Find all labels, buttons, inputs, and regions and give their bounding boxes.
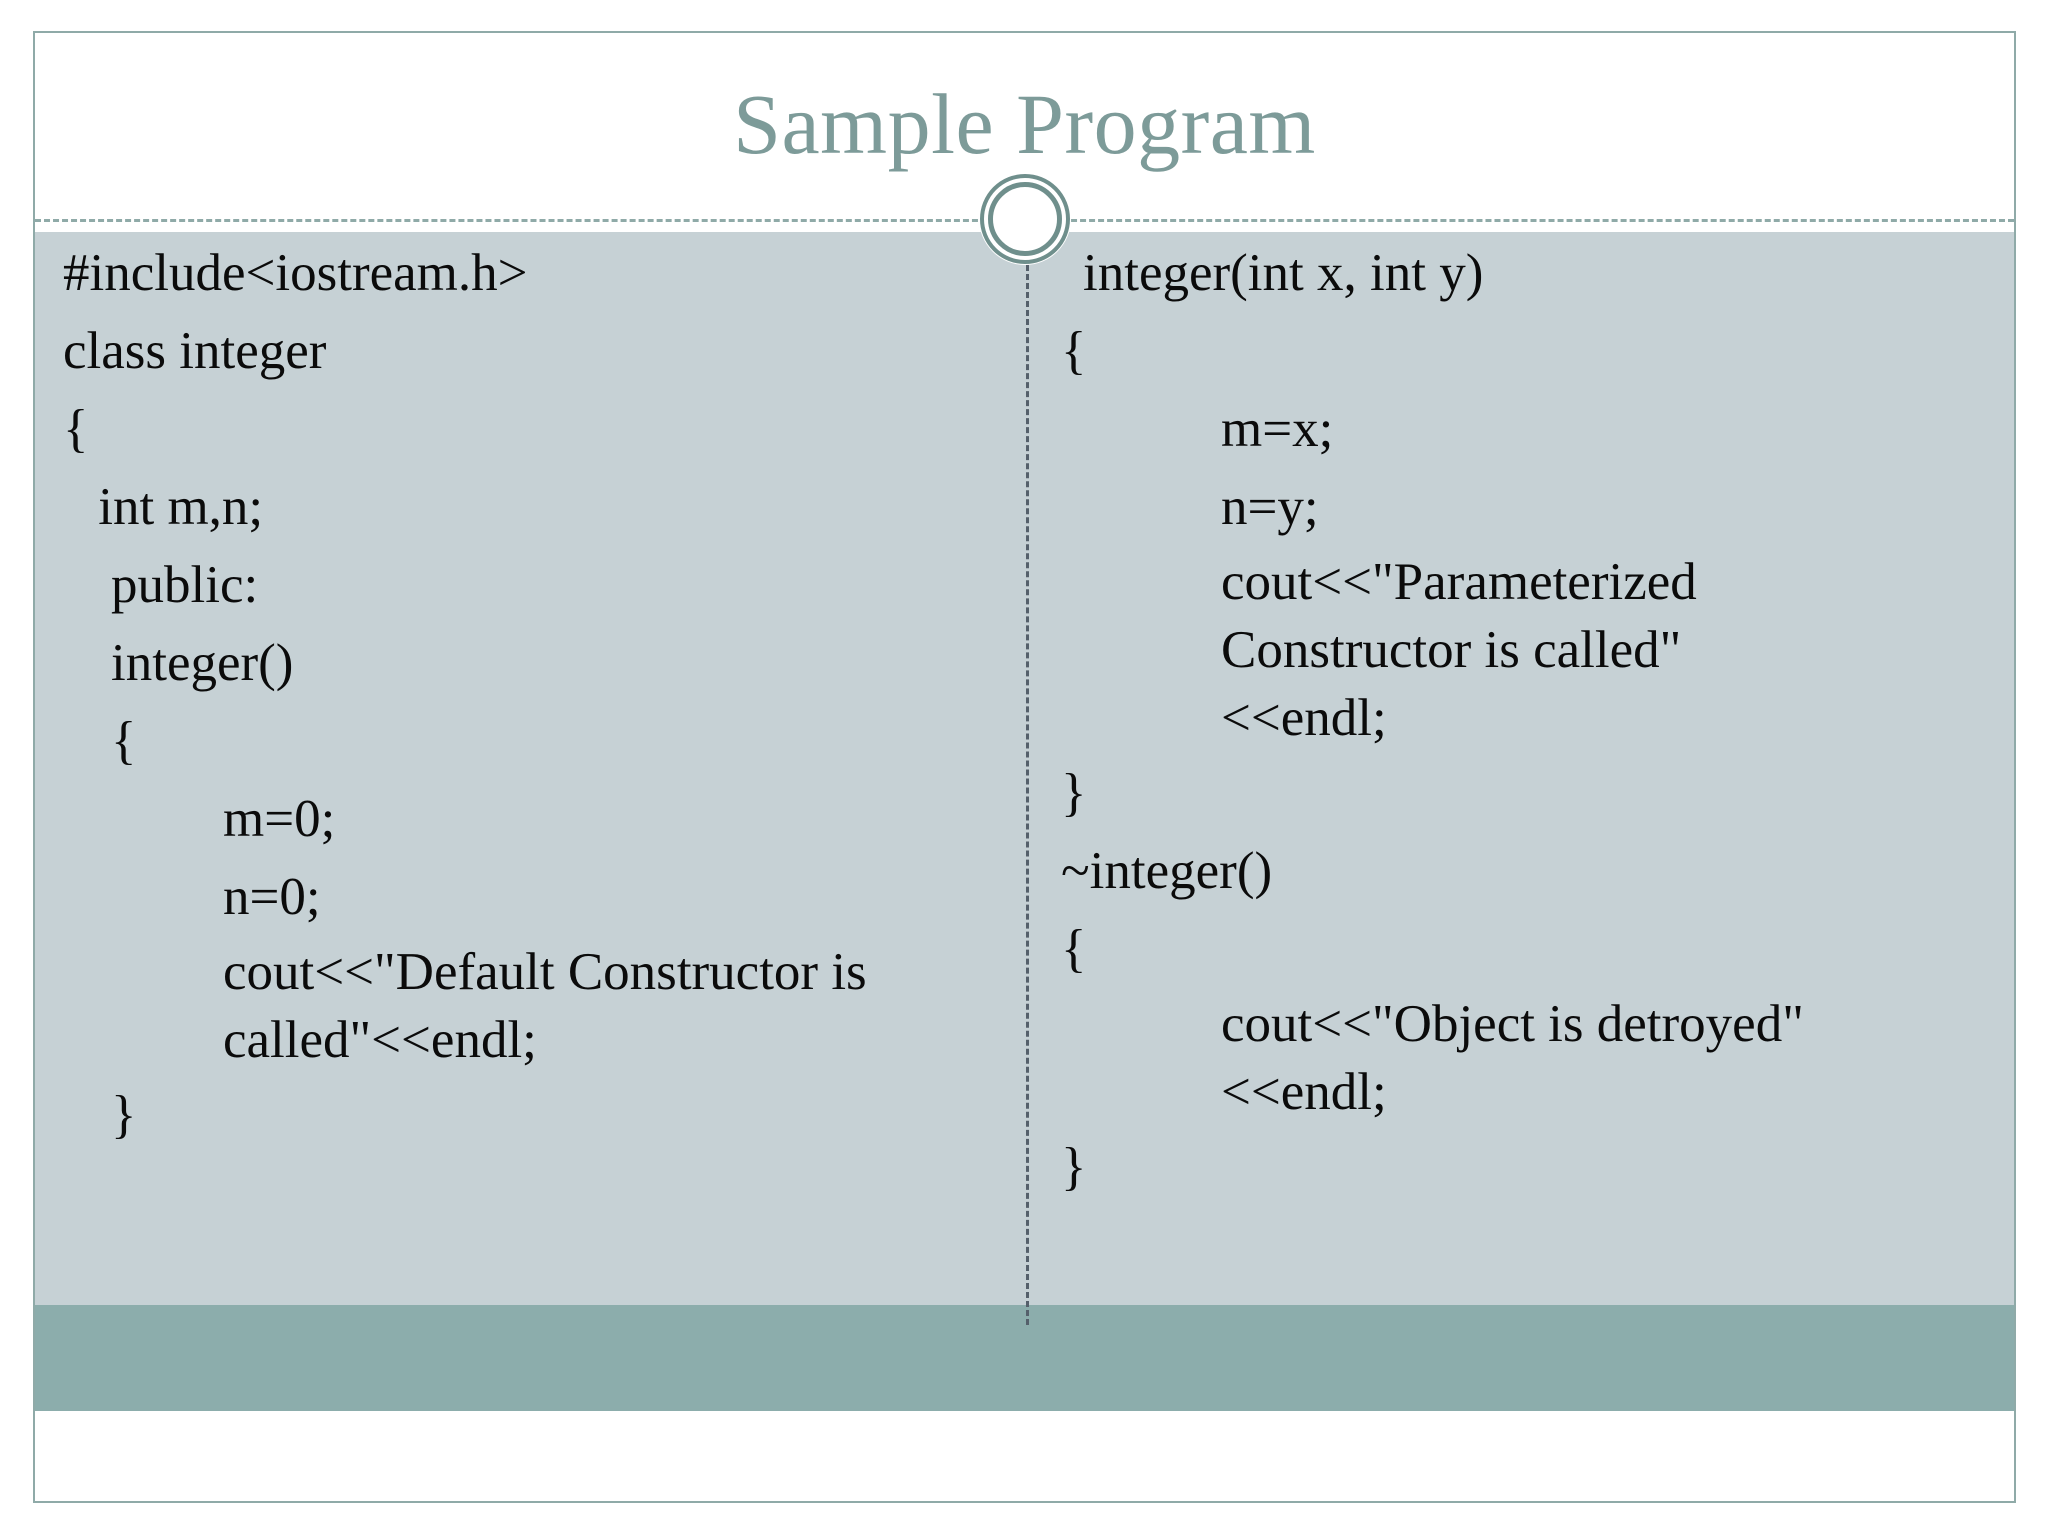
circle-outer-ring [979,174,1070,264]
code-line: { [1061,322,1087,380]
footer-accent-bar [35,1305,2014,1411]
code-line: integer() [111,634,294,692]
column-divider [1026,265,1029,1325]
code-line: ~integer() [1061,842,1273,900]
circle-inner-ring [987,182,1062,256]
code-line: m=x; [1221,400,1334,458]
code-line: n=0; [223,868,321,926]
code-line: class integer [63,322,327,380]
code-line: } [111,1086,137,1144]
code-line: { [111,712,137,770]
code-line: m=0; [223,790,336,848]
code-line: public: [111,556,259,614]
code-line: cout<<"Object is detroyed"<<endl; [1221,995,1804,1121]
double-ring-circle-icon [978,173,1071,265]
code-columns: #include<iostream.h> class integer { int… [35,232,2014,1501]
code-line: integer(int x, int y) [1083,244,1484,302]
code-line: } [1061,764,1087,822]
slide: Sample Program #include<iostream.h> clas… [33,31,2016,1503]
bottom-white-strip [35,1411,2014,1501]
code-line: n=y; [1221,478,1319,536]
code-column-right: integer(int x, int y) { m=x; n=y; cout<<… [1061,232,1991,1204]
code-line: int m,n; [85,478,264,536]
page-title: Sample Program [733,76,1316,172]
code-line: cout<<"Parameterized Constructor is call… [1221,553,1711,747]
content-band [35,232,2014,1305]
code-line: #include<iostream.h> [63,244,528,302]
code-column-left: #include<iostream.h> class integer { int… [63,232,993,1152]
code-line: { [63,400,89,458]
code-line: cout<<"Default Constructor is called"<<e… [223,943,880,1069]
code-line: { [1061,920,1087,978]
code-line: } [1061,1138,1087,1196]
